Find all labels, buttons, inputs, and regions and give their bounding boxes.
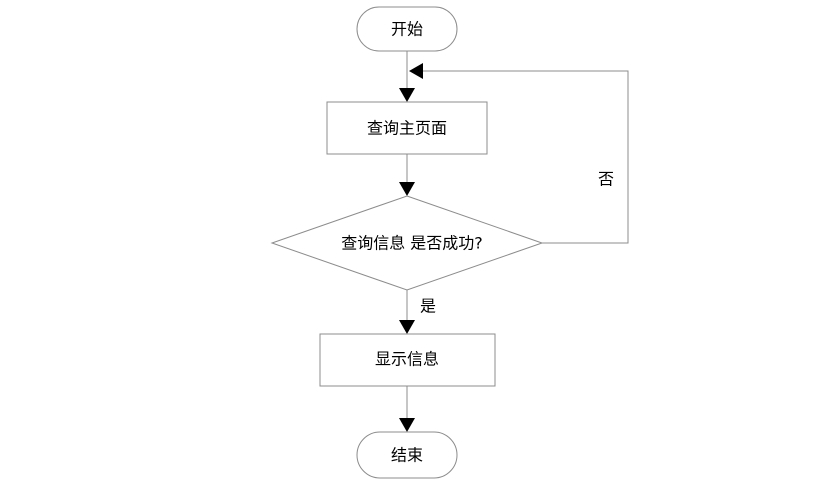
- arrowhead-into-end: [399, 418, 415, 432]
- display-node: 显示信息: [319, 333, 496, 387]
- query-home-node: 查询主页面: [326, 101, 488, 155]
- start-node-label: 开始: [391, 20, 423, 39]
- connector-no-loop: [423, 70, 629, 244]
- display-label: 显示信息: [375, 350, 439, 369]
- decision-node: 查询信息 是否成功?: [270, 195, 544, 291]
- branch-label-yes: 是: [420, 297, 436, 316]
- end-node-label: 结束: [391, 446, 423, 465]
- branch-label-no: 否: [598, 170, 614, 189]
- arrowhead-into-query: [399, 88, 415, 102]
- arrowhead-into-decision: [399, 182, 415, 196]
- arrowhead-into-display: [399, 320, 415, 334]
- query-home-label: 查询主页面: [367, 119, 447, 138]
- decision-label: 查询信息 是否成功?: [341, 234, 483, 253]
- arrowhead-loop-back: [409, 63, 423, 79]
- end-node: 结束: [356, 431, 458, 479]
- start-node: 开始: [356, 6, 458, 52]
